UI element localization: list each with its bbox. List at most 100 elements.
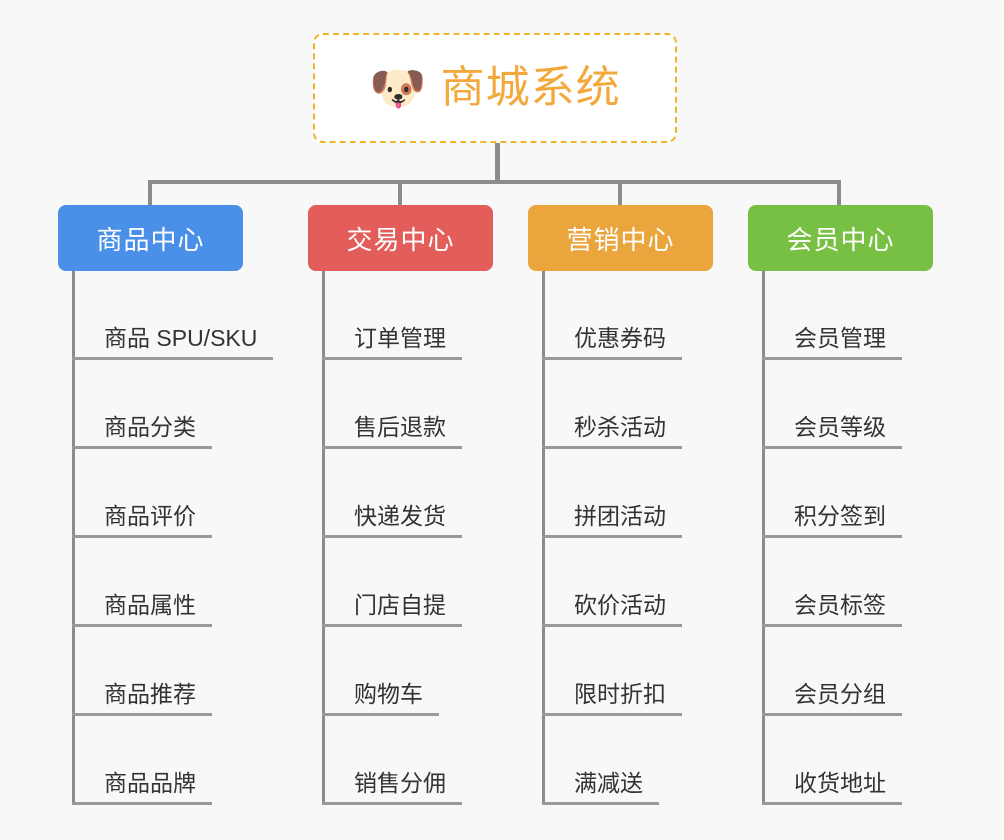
branch-header-label: 营销中心 bbox=[566, 224, 675, 255]
list-item[interactable]: 商品属性 bbox=[72, 538, 257, 627]
list-item[interactable]: 商品评价 bbox=[72, 449, 257, 538]
list-item-rule bbox=[322, 624, 462, 627]
list-item-label: 优惠券码 bbox=[574, 325, 666, 351]
list-item-label: 拼团活动 bbox=[574, 503, 666, 529]
branch-header-3[interactable]: 营销中心 bbox=[528, 205, 713, 271]
branch-column-2: 交易中心 订单管理 售后退款 快递发货 门店自提 购物车 bbox=[308, 205, 493, 805]
list-item-rule bbox=[72, 802, 212, 805]
branch-header-4[interactable]: 会员中心 bbox=[748, 205, 933, 271]
branch-spine bbox=[322, 271, 325, 805]
root-node[interactable]: 🐶 商城系统 bbox=[313, 33, 677, 143]
list-item-rule bbox=[762, 713, 902, 716]
branch-items-4: 会员管理 会员等级 积分签到 会员标签 会员分组 收货地址 bbox=[762, 271, 933, 805]
list-item[interactable]: 商品品牌 bbox=[72, 716, 257, 805]
branch-spine bbox=[762, 271, 765, 805]
list-item-label: 收货地址 bbox=[794, 770, 886, 796]
branch-drop-connector-1 bbox=[148, 180, 152, 208]
list-item-rule bbox=[322, 357, 462, 360]
list-item-rule bbox=[542, 535, 682, 538]
list-item-rule bbox=[762, 357, 902, 360]
list-item-label: 门店自提 bbox=[354, 592, 446, 618]
list-item-label: 会员等级 bbox=[794, 414, 886, 440]
branch-bus-connector bbox=[148, 180, 840, 184]
branch-column-1: 商品中心 商品 SPU/SKU 商品分类 商品评价 商品属性 商品推荐 bbox=[58, 205, 274, 805]
list-item[interactable]: 售后退款 bbox=[322, 360, 493, 449]
list-item[interactable]: 销售分佣 bbox=[322, 716, 493, 805]
list-item[interactable]: 积分签到 bbox=[762, 449, 933, 538]
list-item[interactable]: 订单管理 bbox=[322, 271, 493, 360]
list-item-label: 购物车 bbox=[354, 681, 423, 707]
list-item-rule bbox=[542, 624, 682, 627]
list-item-rule bbox=[542, 802, 659, 805]
list-item[interactable]: 优惠券码 bbox=[542, 271, 713, 360]
list-item[interactable]: 会员等级 bbox=[762, 360, 933, 449]
branch-drop-connector-3 bbox=[618, 180, 622, 208]
list-item-label: 订单管理 bbox=[354, 325, 446, 351]
branch-header-label: 会员中心 bbox=[786, 224, 895, 255]
branch-drop-connector-4 bbox=[837, 180, 841, 208]
list-item-rule bbox=[322, 713, 439, 716]
list-item-rule bbox=[72, 446, 212, 449]
branch-items-2: 订单管理 售后退款 快递发货 门店自提 购物车 销售分佣 bbox=[322, 271, 493, 805]
list-item-rule bbox=[762, 624, 902, 627]
root-node-label: 商城系统 bbox=[440, 63, 621, 112]
list-item-label: 砍价活动 bbox=[574, 592, 666, 618]
list-item-label: 商品品牌 bbox=[104, 770, 196, 796]
list-item[interactable]: 拼团活动 bbox=[542, 449, 713, 538]
list-item[interactable]: 满减送 bbox=[542, 716, 713, 805]
shiba-dog-icon: 🐶 bbox=[369, 62, 427, 114]
branch-header-label: 交易中心 bbox=[346, 224, 455, 255]
list-item-label: 积分签到 bbox=[794, 503, 886, 529]
list-item[interactable]: 会员标签 bbox=[762, 538, 933, 627]
list-item-label: 商品推荐 bbox=[104, 681, 196, 707]
list-item[interactable]: 收货地址 bbox=[762, 716, 933, 805]
list-item-label: 销售分佣 bbox=[354, 770, 446, 796]
list-item-rule bbox=[762, 446, 902, 449]
list-item-label: 快递发货 bbox=[354, 503, 446, 529]
branch-header-1[interactable]: 商品中心 bbox=[58, 205, 243, 271]
list-item-label: 会员分组 bbox=[794, 681, 886, 707]
branch-spine bbox=[542, 271, 545, 805]
list-item[interactable]: 商品推荐 bbox=[72, 627, 257, 716]
branch-drop-connector-2 bbox=[398, 180, 402, 208]
branch-column-3: 营销中心 优惠券码 秒杀活动 拼团活动 砍价活动 限时折扣 bbox=[528, 205, 713, 805]
list-item[interactable]: 会员管理 bbox=[762, 271, 933, 360]
list-item-rule bbox=[762, 535, 902, 538]
list-item[interactable]: 门店自提 bbox=[322, 538, 493, 627]
list-item[interactable]: 会员分组 bbox=[762, 627, 933, 716]
list-item-label: 满减送 bbox=[574, 770, 643, 796]
list-item[interactable]: 商品 SPU/SKU bbox=[72, 271, 274, 360]
list-item-label: 商品分类 bbox=[104, 414, 196, 440]
branch-column-4: 会员中心 会员管理 会员等级 积分签到 会员标签 会员分组 bbox=[748, 205, 933, 805]
list-item-rule bbox=[322, 446, 462, 449]
list-item[interactable]: 快递发货 bbox=[322, 449, 493, 538]
branch-items-3: 优惠券码 秒杀活动 拼团活动 砍价活动 限时折扣 满减送 bbox=[542, 271, 713, 805]
list-item-rule bbox=[72, 357, 274, 360]
list-item-rule bbox=[762, 802, 902, 805]
list-item-label: 限时折扣 bbox=[574, 681, 666, 707]
branch-header-2[interactable]: 交易中心 bbox=[308, 205, 493, 271]
list-item-rule bbox=[542, 446, 682, 449]
root-trunk-connector bbox=[495, 143, 500, 183]
branch-header-label: 商品中心 bbox=[96, 224, 205, 255]
list-item-rule bbox=[322, 535, 462, 538]
list-item-rule bbox=[72, 535, 212, 538]
list-item[interactable]: 秒杀活动 bbox=[542, 360, 713, 449]
list-item-label: 售后退款 bbox=[354, 414, 446, 440]
list-item-label: 商品属性 bbox=[104, 592, 196, 618]
list-item-rule bbox=[72, 624, 212, 627]
list-item[interactable]: 商品分类 bbox=[72, 360, 257, 449]
list-item-label: 商品 SPU/SKU bbox=[104, 325, 258, 351]
list-item-rule bbox=[542, 713, 682, 716]
list-item-label: 秒杀活动 bbox=[574, 414, 666, 440]
list-item-label: 会员管理 bbox=[794, 325, 886, 351]
list-item-label: 会员标签 bbox=[794, 592, 886, 618]
list-item[interactable]: 购物车 bbox=[322, 627, 493, 716]
list-item-rule bbox=[542, 357, 682, 360]
branch-items-1: 商品 SPU/SKU 商品分类 商品评价 商品属性 商品推荐 商品品牌 bbox=[72, 271, 274, 805]
branch-spine bbox=[72, 271, 75, 805]
list-item[interactable]: 限时折扣 bbox=[542, 627, 713, 716]
list-item-label: 商品评价 bbox=[104, 503, 196, 529]
list-item[interactable]: 砍价活动 bbox=[542, 538, 713, 627]
